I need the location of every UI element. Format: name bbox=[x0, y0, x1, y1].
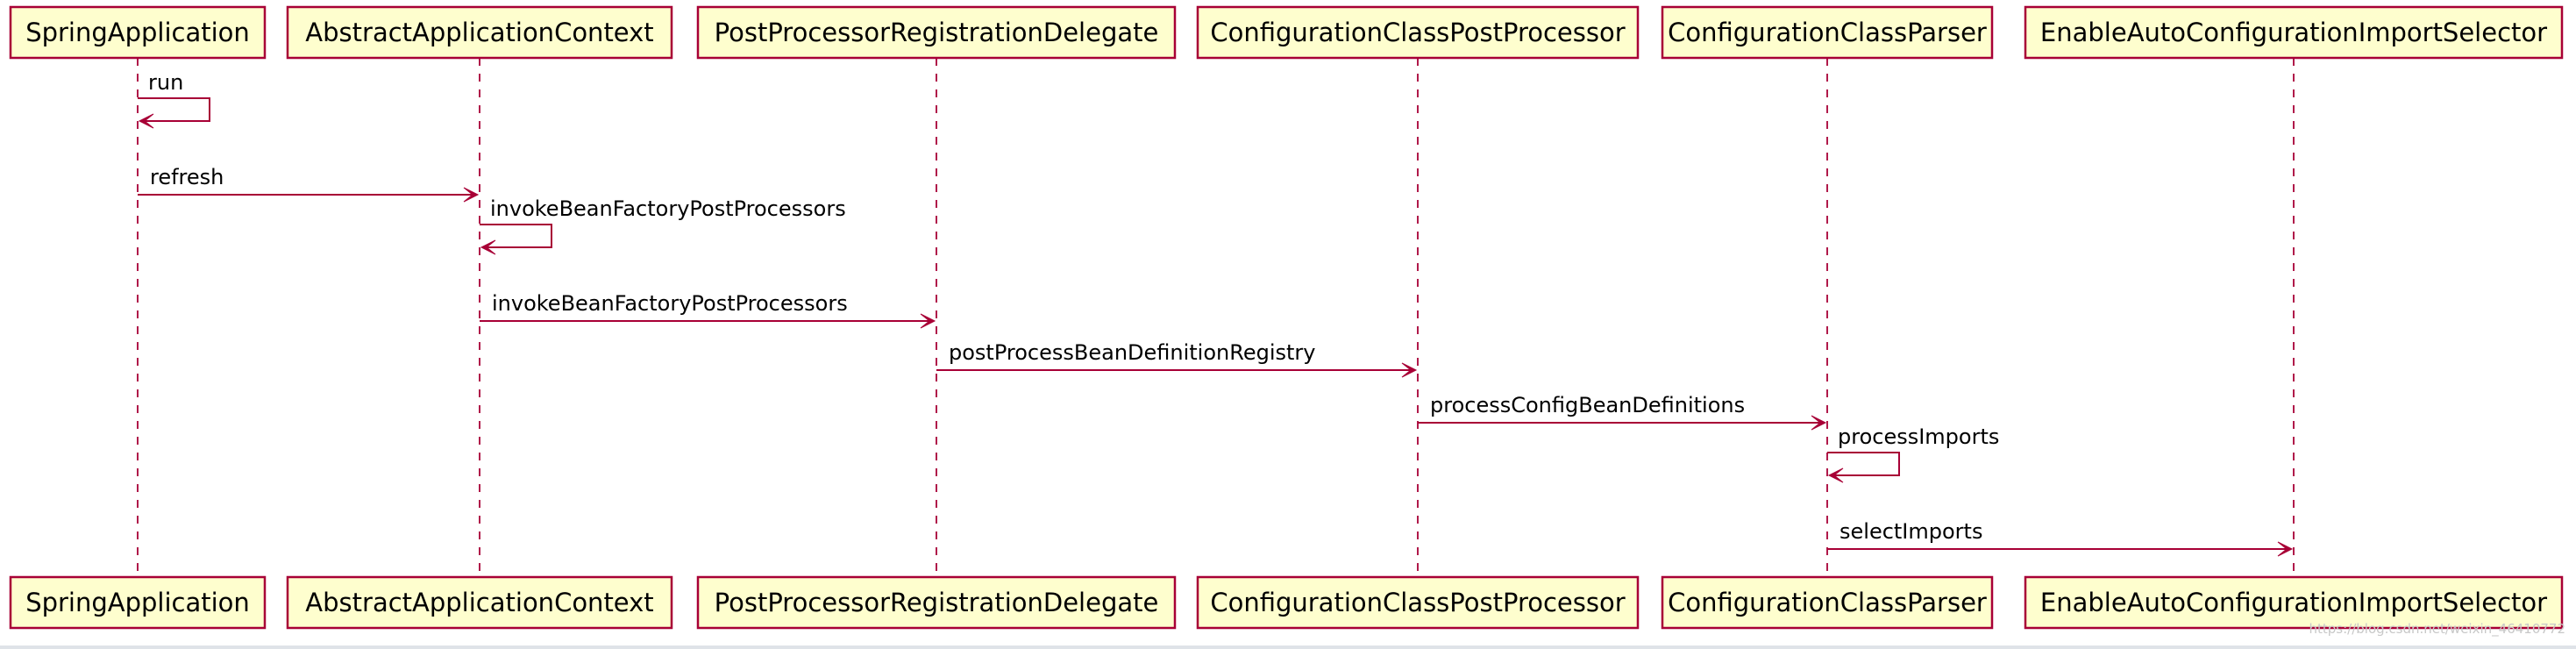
participant-box bbox=[1196, 5, 1640, 60]
message-process-imports: processImports bbox=[1827, 424, 1999, 483]
participant-box bbox=[1196, 575, 1640, 630]
message-run: run bbox=[138, 70, 210, 129]
message-label: invokeBeanFactoryPostProcessors bbox=[492, 291, 848, 316]
arrowhead bbox=[1827, 467, 1844, 483]
participant-configuration-class-parser-bottom: ConfigurationClassParser bbox=[1661, 575, 1994, 630]
participant-label: EnableAutoConfigurationImportSelector bbox=[2040, 18, 2547, 47]
message-label: invokeBeanFactoryPostProcessors bbox=[490, 196, 846, 221]
message-label: run bbox=[148, 70, 183, 95]
participant-box bbox=[696, 575, 1177, 630]
arrowhead bbox=[463, 187, 480, 203]
participant-label: ConfigurationClassParser bbox=[1668, 588, 1987, 617]
participant-label: ConfigurationClassPostProcessor bbox=[1210, 588, 1625, 617]
participant-abstract-application-context-bottom: AbstractApplicationContext bbox=[286, 575, 673, 630]
message-process-config-bean-definitions: processConfigBeanDefinitions bbox=[1418, 393, 1827, 431]
arrowhead bbox=[920, 313, 936, 329]
arrowhead bbox=[480, 239, 496, 255]
participant-box bbox=[286, 5, 673, 60]
participants-bottom: SpringApplication AbstractApplicationCont… bbox=[9, 575, 2564, 630]
participant-box bbox=[696, 5, 1177, 60]
participant-label: ConfigurationClassParser bbox=[1668, 18, 1987, 47]
message-label: postProcessBeanDefinitionRegistry bbox=[949, 340, 1316, 365]
participant-post-processor-registration-delegate-bottom: PostProcessorRegistrationDelegate bbox=[696, 575, 1177, 630]
message-label: refresh bbox=[150, 165, 224, 189]
participant-spring-application-top: SpringApplication bbox=[9, 5, 267, 60]
arrowhead bbox=[1401, 362, 1418, 378]
participant-configuration-class-parser-top: ConfigurationClassParser bbox=[1661, 5, 1994, 60]
participant-label: AbstractApplicationContext bbox=[305, 588, 653, 617]
arrowhead bbox=[2277, 541, 2294, 557]
message-post-process-bean-definition-registry: postProcessBeanDefinitionRegistry bbox=[936, 340, 1418, 378]
lifelines bbox=[137, 58, 2295, 577]
watermark-text: https://blog.csdn.net/weixin_46410772 bbox=[2309, 621, 2565, 637]
participant-label: ConfigurationClassPostProcessor bbox=[1210, 18, 1625, 47]
participant-spring-application-bottom: SpringApplication bbox=[9, 575, 267, 630]
message-invoke-bean-factory-post-processors: invokeBeanFactoryPostProcessors bbox=[480, 291, 936, 329]
participant-label: SpringApplication bbox=[25, 18, 250, 47]
participant-label: EnableAutoConfigurationImportSelector bbox=[2040, 588, 2547, 617]
message-line bbox=[1827, 452, 1900, 476]
arrowhead bbox=[1811, 415, 1827, 431]
participant-box bbox=[1661, 5, 1994, 60]
arrowhead bbox=[138, 113, 154, 129]
participant-label: PostProcessorRegistrationDelegate bbox=[715, 588, 1159, 617]
message-label: selectImports bbox=[1839, 519, 1982, 544]
participant-configuration-class-post-processor-bottom: ConfigurationClassPostProcessor bbox=[1196, 575, 1640, 630]
participant-box bbox=[9, 575, 267, 630]
message-label: processConfigBeanDefinitions bbox=[1430, 393, 1745, 417]
participant-abstract-application-context-top: AbstractApplicationContext bbox=[286, 5, 673, 60]
message-invoke-bean-factory-post-processors: invokeBeanFactoryPostProcessors bbox=[480, 196, 846, 255]
message-select-imports: selectImports bbox=[1827, 519, 2294, 557]
message-line bbox=[138, 97, 210, 122]
participant-box bbox=[9, 5, 267, 60]
participant-box bbox=[2024, 5, 2564, 60]
message-refresh: refresh bbox=[138, 165, 480, 203]
participant-label: SpringApplication bbox=[25, 588, 250, 617]
participant-box bbox=[1661, 575, 1994, 630]
participant-post-processor-registration-delegate-top: PostProcessorRegistrationDelegate bbox=[696, 5, 1177, 60]
participants-top: SpringApplication AbstractApplicationCont… bbox=[9, 5, 2564, 60]
participant-configuration-class-post-processor-top: ConfigurationClassPostProcessor bbox=[1196, 5, 1640, 60]
bottom-scroll-edge bbox=[0, 645, 2576, 649]
participant-box bbox=[2024, 575, 2564, 630]
messages: run refresh invokeBeanFactoryPostProcessor… bbox=[138, 70, 2294, 557]
message-line bbox=[480, 224, 552, 248]
participant-enable-auto-configuration-import-selector-bottom: EnableAutoConfigurationImportSelector bbox=[2024, 575, 2564, 630]
participant-box bbox=[286, 575, 673, 630]
message-label: processImports bbox=[1838, 424, 1999, 449]
participant-label: AbstractApplicationContext bbox=[305, 18, 653, 47]
participant-label: PostProcessorRegistrationDelegate bbox=[715, 18, 1159, 47]
participant-enable-auto-configuration-import-selector-top: EnableAutoConfigurationImportSelector bbox=[2024, 5, 2564, 60]
